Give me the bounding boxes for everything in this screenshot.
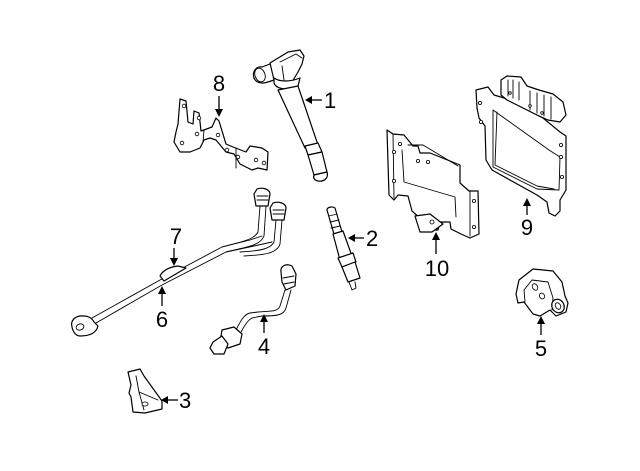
callout-3: 3 <box>161 388 191 413</box>
arrowhead-2 <box>348 234 355 242</box>
callout-label-9: 9 <box>521 215 533 240</box>
arrowhead-10 <box>432 232 440 240</box>
callout-5: 5 <box>535 316 547 361</box>
arrowhead-8 <box>215 109 223 117</box>
callout-label-7: 7 <box>170 224 182 249</box>
callout-label-4: 4 <box>258 334 270 359</box>
callout-8: 9 8 <box>213 71 225 117</box>
arrowhead-9 <box>523 198 531 206</box>
ecm-bracket[interactable] <box>386 129 480 239</box>
sensor-mount[interactable] <box>515 268 569 317</box>
arrowhead-7 <box>170 258 178 266</box>
arrowhead-1 <box>305 96 312 104</box>
callout-7: 7 <box>170 224 182 266</box>
oxygen-sensor[interactable] <box>209 264 297 355</box>
arrowhead-6 <box>158 286 166 294</box>
callout-label-1: 1 <box>324 88 336 113</box>
callout-label-3: 3 <box>179 388 191 413</box>
callout-6: 6 <box>156 286 168 332</box>
small-bracket[interactable] <box>127 368 163 414</box>
callout-4: 4 <box>258 314 270 359</box>
arrowhead-5 <box>537 316 545 324</box>
callout-label-2: 2 <box>366 226 378 251</box>
callout-label-5: 5 <box>535 336 547 361</box>
ignition-coil[interactable] <box>252 49 329 182</box>
harness-clip[interactable] <box>159 265 187 282</box>
callout-label-10: 10 <box>425 256 449 281</box>
knock-sensor-harness[interactable] <box>71 187 287 337</box>
spark-plug[interactable] <box>326 206 361 291</box>
arrowhead-3 <box>161 396 168 404</box>
callout-label-8: 8 <box>213 71 225 96</box>
callout-9: 9 <box>521 198 533 240</box>
mounting-bracket[interactable] <box>173 98 269 171</box>
arrowhead-4 <box>260 314 268 322</box>
callout-2: 2 <box>348 226 378 251</box>
callout-1: 1 <box>305 88 336 113</box>
callout-10: 10 <box>425 232 449 281</box>
engine-control-module[interactable] <box>475 75 567 217</box>
callout-label-6: 6 <box>156 307 168 332</box>
